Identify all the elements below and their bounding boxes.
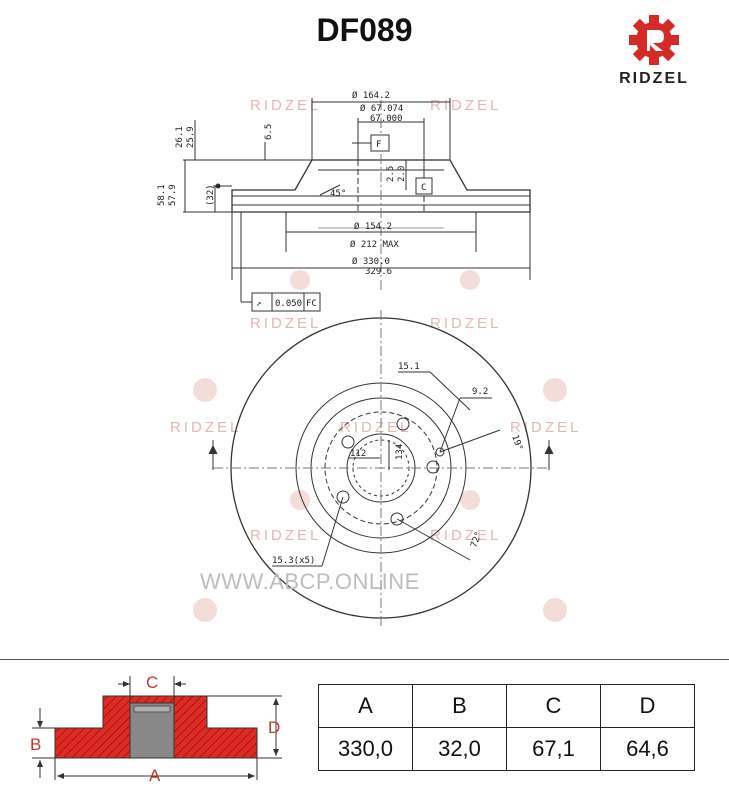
specs-table: A B C D 330,0 32,0 67,1 64,6	[318, 684, 695, 771]
dim-runout-ref: FC	[306, 299, 317, 309]
watermark-text: RIDZEL	[340, 419, 411, 436]
dim-center-bore-max: Ø 67.074	[360, 103, 403, 114]
spec-header-c: C	[506, 684, 601, 728]
datum-f-label: F	[376, 140, 381, 150]
dim-overall-min: 57.9	[168, 184, 178, 206]
spec-header-a: A	[318, 684, 413, 728]
watermark-layer: RIDZEL RIDZEL RIDZEL RIDZEL RIDZEL RIDZE…	[170, 97, 581, 622]
spec-value-d: 64,6	[600, 727, 695, 771]
watermark-text: RIDZEL	[510, 419, 581, 436]
section-divider	[0, 659, 729, 660]
watermark-text: RIDZEL	[430, 97, 501, 114]
dim-small-hole: 9.2	[472, 387, 488, 397]
dim-chamfer-angle: 45°	[330, 189, 346, 199]
dim-angle-a: 19°	[509, 434, 524, 453]
dim-outer-min: 329.6	[365, 267, 392, 277]
spec-value-a: 330,0	[318, 727, 413, 771]
watermark-text: RIDZEL	[250, 527, 321, 544]
dim-total-height-min: 25.9	[186, 126, 196, 148]
datum-c-label: C	[421, 183, 426, 193]
runout-symbol-icon: ↗	[256, 299, 261, 309]
spec-value-c: 67,1	[506, 727, 601, 771]
dim-pcd-b: 134	[395, 444, 405, 460]
label-a: A	[149, 766, 161, 785]
brand-name: RIDZEL	[619, 70, 689, 87]
dim-friction-max: Ø 212 MAX	[350, 239, 399, 250]
gear-logo-icon	[629, 15, 679, 65]
dim-pcd-a: 112	[350, 449, 366, 459]
watermark-text: RIDZEL	[250, 97, 321, 114]
label-d: D	[268, 718, 280, 737]
dim-outer-max: Ø 330.0	[352, 256, 390, 267]
watermark-text: RIDZEL	[430, 315, 501, 332]
dim-step-a: 2.5	[386, 166, 396, 182]
dim-center-bore-min: 67.000	[370, 114, 403, 124]
spec-header-b: B	[412, 684, 507, 728]
technical-drawing: RIDZEL RIDZEL RIDZEL RIDZEL RIDZEL RIDZE…	[157, 90, 581, 626]
cross-section-diagram: A B C D	[30, 673, 282, 785]
dim-hub-diameter: Ø 164.2	[352, 90, 390, 101]
spec-value-b: 32,0	[412, 727, 507, 771]
dim-total-height-max: 26.1	[175, 126, 185, 148]
dim-runout: 0.050	[275, 299, 302, 309]
watermark-site: WWW.ABCP.ONLINE	[200, 569, 420, 594]
watermark-text: RIDZEL	[430, 527, 501, 544]
dim-overall-max: 58.1	[157, 184, 167, 206]
label-b: B	[30, 735, 41, 754]
front-view	[208, 310, 554, 626]
label-c: C	[146, 673, 158, 692]
hub-top-shape	[133, 705, 171, 713]
dim-hole: 15.1	[398, 362, 420, 372]
watermark-text: RIDZEL	[250, 315, 321, 332]
watermark-text: RIDZEL	[170, 419, 241, 436]
side-view-dimensions: Ø 164.2 Ø 67.074 67.000 26.1 25.9 6.5 58…	[157, 90, 426, 309]
dim-thickness-ref: (32)	[206, 184, 216, 206]
specs-value-row: 330,0 32,0 67,1 64,6	[318, 727, 695, 771]
watermark-gears	[193, 270, 567, 622]
side-section-view	[183, 98, 531, 312]
dim-hat-thickness: 6.5	[264, 124, 274, 140]
dim-step-b: 2.0	[397, 166, 407, 182]
dim-bolt-holes: 15.3(x5)	[272, 556, 315, 566]
dim-inner-diameter: Ø 154.2	[354, 221, 392, 232]
specs-header-row: A B C D	[318, 684, 695, 728]
ridzel-logo: RIDZEL	[606, 14, 702, 94]
part-number-title: DF089	[316, 12, 413, 48]
spec-header-d: D	[600, 684, 695, 728]
